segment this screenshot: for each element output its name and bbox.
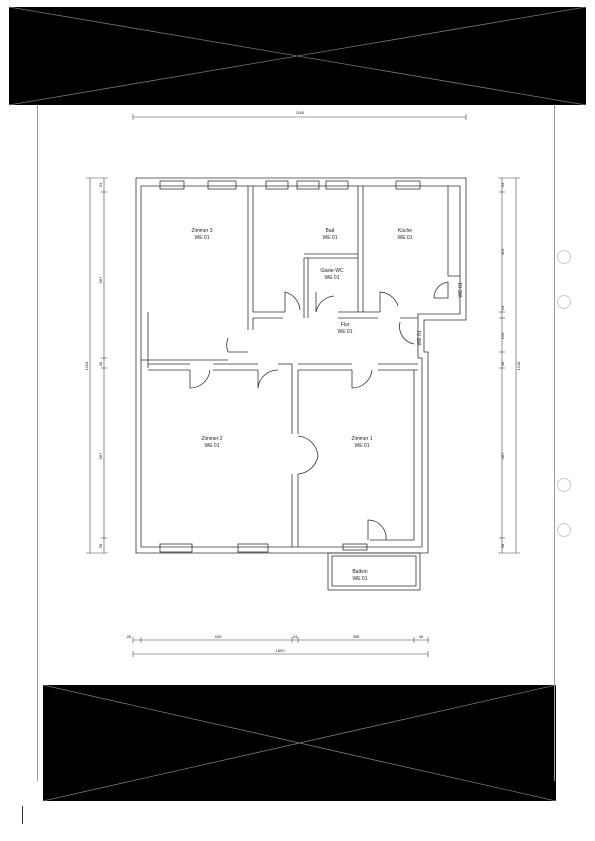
redaction-bottom bbox=[43, 685, 556, 801]
balcony-inner bbox=[331, 555, 417, 587]
room-name-kuche: Küche bbox=[398, 228, 412, 234]
dim-left-total: 1204 bbox=[84, 361, 89, 371]
dim-right-seg: 58 bbox=[500, 543, 505, 548]
door-swing bbox=[367, 519, 387, 541]
wall bbox=[447, 186, 460, 277]
room-name-zimmer2: Zimmer 2 bbox=[201, 436, 222, 442]
wall bbox=[303, 253, 358, 318]
room-name-bad: Bad bbox=[326, 228, 335, 234]
balcony-outline bbox=[327, 552, 421, 591]
wall bbox=[141, 312, 228, 368]
window bbox=[395, 180, 421, 190]
room-code-bad: WE 01 bbox=[322, 235, 337, 241]
door-swing bbox=[379, 291, 399, 312]
dim-left-seg: 587 bbox=[98, 452, 103, 459]
window bbox=[159, 180, 185, 190]
dim-bottom-total: 1809 bbox=[276, 648, 286, 653]
wall bbox=[298, 363, 352, 371]
door-swing bbox=[399, 321, 415, 345]
dim-bottom-seg: 398 bbox=[353, 634, 360, 639]
dim-top-total: 1165 bbox=[296, 110, 305, 115]
dim-bottom-seg: 45 bbox=[419, 634, 424, 639]
window bbox=[342, 543, 368, 551]
side-label-flur: WE 01 bbox=[417, 330, 423, 345]
redaction-top bbox=[9, 7, 586, 105]
wall bbox=[253, 311, 285, 319]
window bbox=[159, 543, 193, 553]
wall bbox=[338, 311, 380, 319]
dim-right-seg: 24 bbox=[500, 305, 505, 310]
door-swing bbox=[351, 369, 373, 389]
dim-left-seg: 587 bbox=[98, 276, 103, 283]
wall bbox=[378, 363, 418, 371]
room-code-zimmer1: WE 01 bbox=[354, 443, 369, 449]
dim-left-seg: 53 bbox=[98, 182, 103, 187]
dim-bottom-seg: 26 bbox=[127, 634, 132, 639]
margin-mark bbox=[22, 806, 23, 824]
dim-right-seg: 53 bbox=[500, 182, 505, 187]
sheet-border bbox=[37, 105, 555, 781]
dim-right-seg: 587 bbox=[500, 452, 505, 459]
wall bbox=[213, 363, 258, 371]
wall bbox=[247, 312, 254, 330]
room-code-kuche: WE 01 bbox=[397, 235, 412, 241]
wall bbox=[370, 370, 415, 541]
room-name-zimmer1: Zimmer 1 bbox=[351, 436, 372, 442]
dim-left-seg: 45 bbox=[98, 361, 103, 366]
door-swing bbox=[189, 369, 211, 389]
window bbox=[237, 543, 269, 553]
dim-left-seg: 58 bbox=[98, 543, 103, 548]
wall bbox=[291, 364, 299, 547]
wall bbox=[247, 186, 254, 312]
room-name-balkon: Balkon bbox=[352, 569, 368, 575]
wall bbox=[357, 186, 364, 312]
room-name-flur: Flur bbox=[341, 322, 350, 328]
side-label-kuche: WE 01 bbox=[458, 282, 464, 297]
door-swing bbox=[297, 435, 319, 475]
punch-hole bbox=[557, 250, 571, 264]
door-swing bbox=[315, 292, 335, 313]
window bbox=[265, 180, 289, 190]
punch-hole bbox=[557, 295, 571, 309]
dim-right-seg: 40 bbox=[500, 361, 505, 366]
window bbox=[207, 180, 237, 190]
room-code-flur: WE 01 bbox=[337, 329, 352, 335]
door-swing bbox=[226, 337, 248, 353]
window bbox=[296, 180, 320, 190]
punch-hole bbox=[557, 478, 571, 492]
dim-right-seg: 150 bbox=[500, 332, 505, 339]
room-name-gaeste-wc: Gäste-WC bbox=[320, 268, 344, 274]
punch-hole bbox=[557, 523, 571, 537]
dim-right-total: 1218 bbox=[516, 361, 521, 371]
outer-wall bbox=[135, 177, 467, 554]
room-code-zimmer2: WE 01 bbox=[204, 443, 219, 449]
room-code-balkon: WE 01 bbox=[352, 576, 367, 582]
dim-right-seg: 423 bbox=[500, 248, 505, 255]
door-swing bbox=[284, 291, 301, 312]
dim-bottom-seg: 24 bbox=[293, 634, 298, 639]
wall bbox=[148, 363, 190, 371]
door-swing bbox=[433, 281, 449, 299]
room-name-zimmer3: Zimmer 3 bbox=[191, 228, 212, 234]
room-code-gaeste-wc: WE 01 bbox=[324, 275, 339, 281]
door-swing bbox=[257, 369, 279, 389]
room-code-zimmer3: WE 01 bbox=[194, 235, 209, 241]
dim-bottom-seg: 539 bbox=[215, 634, 222, 639]
window bbox=[325, 180, 349, 190]
outer-wall-inner bbox=[140, 185, 461, 548]
